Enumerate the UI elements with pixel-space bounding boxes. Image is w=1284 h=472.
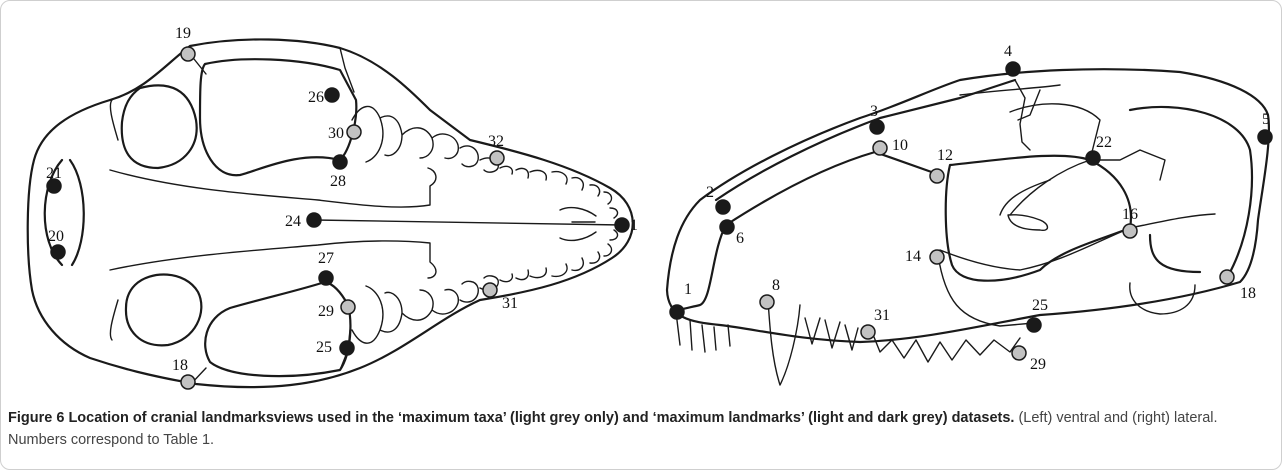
landmark-label: 19	[175, 25, 191, 42]
ventral-palate-upper	[110, 168, 436, 207]
landmark-dark-marker	[1258, 130, 1272, 144]
landmark-light-marker	[1220, 270, 1234, 284]
landmark-label: 29	[1030, 356, 1046, 373]
landmark-light-marker	[861, 325, 875, 339]
landmark-dark-marker	[615, 218, 629, 232]
landmark-label: 28	[330, 173, 346, 190]
lateral-orbital-inner	[1010, 104, 1100, 160]
landmark-label: 31	[874, 307, 890, 324]
ventral-basicranium	[110, 100, 118, 340]
landmark-light-marker	[930, 169, 944, 183]
landmark-dark-marker	[670, 305, 684, 319]
landmark-dark-marker	[716, 200, 730, 214]
landmark-label: 3	[870, 103, 878, 120]
ventral-bulla-lower	[126, 275, 201, 346]
landmark-dark-marker	[333, 155, 347, 169]
landmark-light-marker	[181, 47, 195, 61]
landmark-label: 21	[46, 165, 62, 182]
landmark-label: 12	[937, 147, 953, 164]
lateral-premaxilla	[676, 225, 726, 312]
landmark-dark-marker	[51, 245, 65, 259]
lateral-jugal	[940, 214, 1215, 270]
landmark-label: 32	[488, 133, 504, 150]
landmark-light-marker	[341, 300, 355, 314]
landmark-dark-marker	[325, 88, 339, 102]
ventral-orbit-upper	[200, 59, 356, 175]
landmark-dark-marker	[340, 341, 354, 355]
landmark-label: 18	[172, 357, 188, 374]
landmark-light-marker	[490, 151, 504, 165]
landmark-dark-marker	[319, 271, 333, 285]
caption-label: Figure 6	[8, 410, 64, 426]
landmark-label: 5	[1262, 111, 1270, 128]
ventral-palate-lower	[110, 241, 436, 278]
landmark-dark-marker	[1027, 318, 1041, 332]
landmark-light-marker	[181, 375, 195, 389]
landmark-dark-marker	[1086, 151, 1100, 165]
landmark-light-marker	[760, 295, 774, 309]
landmark-light-marker	[483, 283, 497, 297]
lateral-canine	[768, 300, 800, 385]
landmark-label: 26	[308, 89, 324, 106]
landmark-label: 6	[736, 230, 744, 247]
landmark-light-marker	[1012, 346, 1026, 360]
landmark-label: 25	[1032, 297, 1048, 314]
landmark-dark-marker	[870, 120, 884, 134]
ventral-bulla-upper	[122, 85, 197, 168]
landmark-label: 31	[502, 295, 518, 312]
landmark-label: 8	[772, 277, 780, 294]
landmark-light-marker	[347, 125, 361, 139]
landmark-label: 10	[892, 137, 908, 154]
landmark-light-marker	[1123, 224, 1137, 238]
landmark-label: 1	[630, 217, 638, 234]
lateral-rostrum-upper	[716, 80, 1015, 200]
lateral-auditory-bulla	[1130, 283, 1195, 314]
lateral-temporal-ridge	[1010, 160, 1090, 215]
caption-title: Location of cranial landmarksviews used …	[68, 410, 1014, 426]
figure-caption: Figure 6 Location of cranial landmarksvi…	[8, 407, 1274, 451]
lateral-braincase	[1130, 107, 1252, 276]
landmark-dark-marker	[720, 220, 734, 234]
ventral-zygomatic-line-upper	[190, 48, 354, 92]
landmark-label: 1	[684, 281, 692, 298]
landmark-label: 20	[48, 228, 64, 245]
landmark-light-marker	[873, 141, 887, 155]
landmark-label: 24	[285, 213, 301, 230]
landmark-label: 16	[1122, 206, 1138, 223]
landmark-label: 27	[318, 250, 334, 267]
landmark-dark-marker	[307, 213, 321, 227]
lateral-sutures	[1000, 80, 1165, 230]
landmark-label: 4	[1004, 43, 1012, 60]
landmark-label: 25	[316, 339, 332, 356]
landmark-light-marker	[930, 250, 944, 264]
ventral-orbit-lower	[205, 282, 350, 376]
lateral-premolars	[805, 318, 858, 350]
ventral-occipital-right	[70, 160, 84, 265]
landmark-label: 14	[905, 248, 921, 265]
landmark-label: 30	[328, 125, 344, 142]
landmark-label: 2	[706, 184, 714, 201]
lateral-molars	[872, 332, 1020, 362]
landmark-label: 22	[1096, 134, 1112, 151]
landmark-dark-marker	[1006, 62, 1020, 76]
landmark-label: 29	[318, 303, 334, 320]
lateral-frontal-line	[960, 85, 1060, 120]
landmark-label: 18	[1240, 285, 1256, 302]
ventral-teeth-upper	[352, 106, 617, 218]
lateral-skull-view	[667, 69, 1269, 385]
